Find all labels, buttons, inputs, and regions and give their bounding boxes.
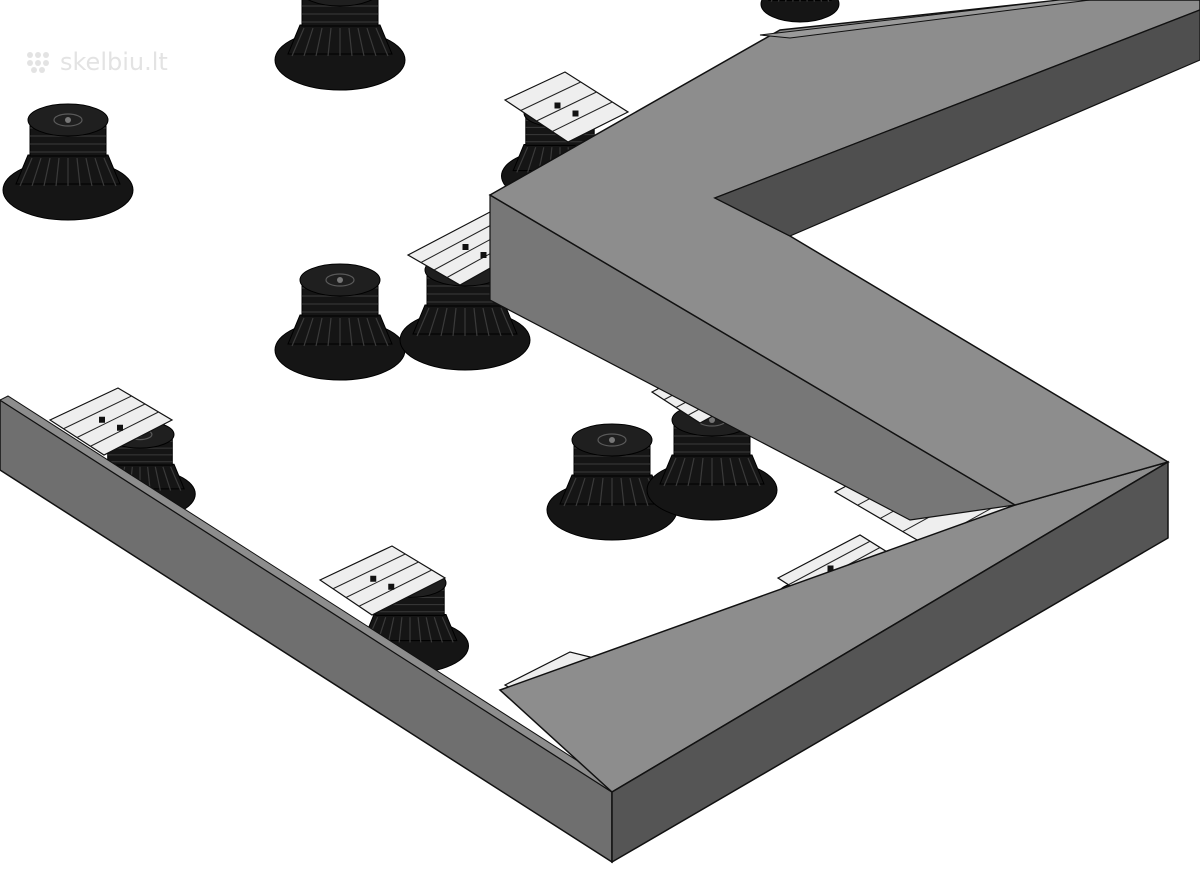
pedestal [546, 423, 678, 541]
watermark: skelbiu.lt [27, 48, 168, 76]
border-front-side [611, 460, 1169, 864]
border-right-inner-wall [713, 9, 1200, 237]
edge-plate [318, 545, 447, 616]
pedestal [760, 0, 840, 23]
watermark-text: skelbiu.lt [60, 48, 168, 76]
border-left-side [0, 399, 613, 864]
pedestal [274, 263, 406, 381]
pedestal [274, 0, 406, 91]
edge-plate [48, 387, 174, 456]
pedestal [2, 103, 134, 221]
border-top-edge [759, 0, 1091, 39]
border-left-top [0, 395, 622, 793]
watermark-logo-icon [27, 52, 49, 73]
edge-plate [503, 71, 630, 143]
